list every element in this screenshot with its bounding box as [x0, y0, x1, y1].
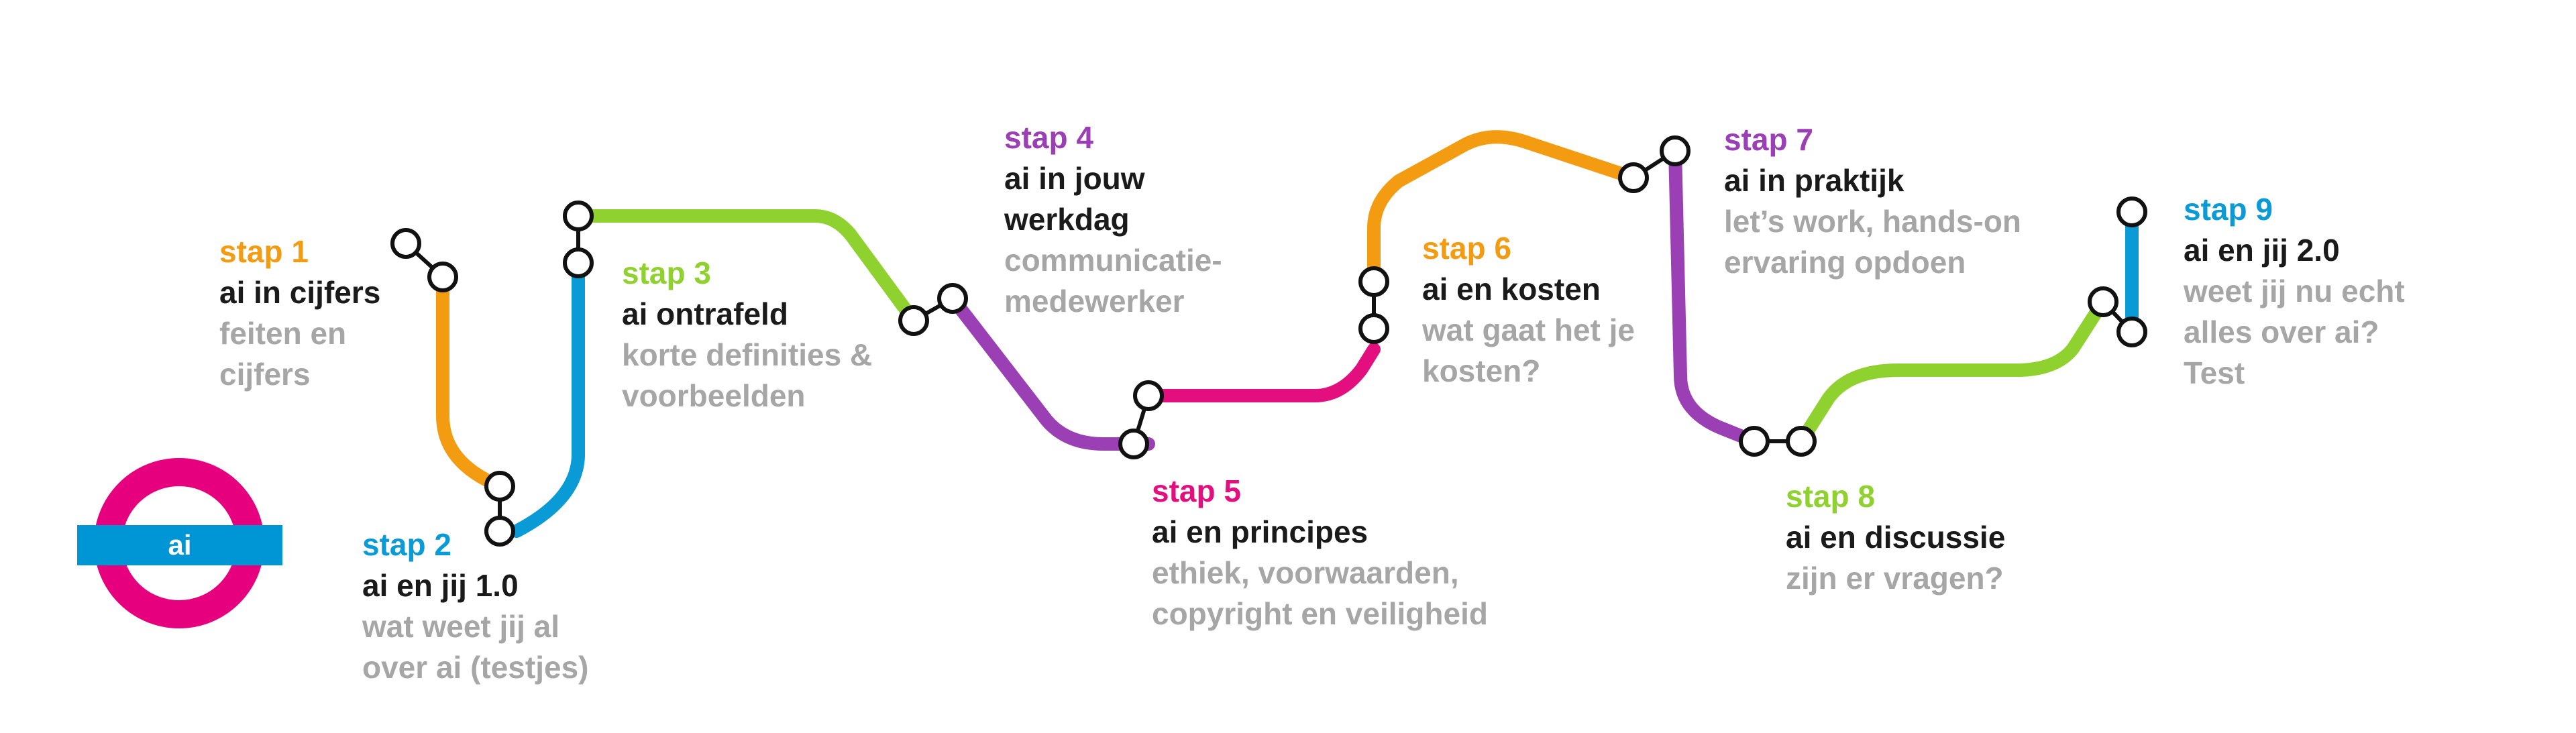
stop-title: ai en discussie [1786, 520, 2006, 555]
route-segment-4 [946, 292, 1155, 451]
stop-description: ethiek, voorwaarden, copyright en veilig… [1152, 555, 1488, 631]
route-segment-8 [1794, 295, 2110, 448]
stop-8: stap 8 ai en discussie zijn er vragen? [1786, 476, 2068, 599]
station-1-marker [390, 228, 421, 259]
station-4-marker [898, 305, 929, 336]
station-5-marker [1133, 380, 1164, 411]
stop-number: stap 9 [2184, 192, 2273, 227]
route-segment-2 [510, 256, 585, 538]
station-4-marker [937, 283, 968, 314]
station-7-marker [1618, 162, 1649, 193]
station-8-marker [1786, 426, 1817, 457]
station-3-marker [563, 201, 594, 231]
stop-description: let’s work, hands-on ervaring opdoen [1724, 204, 2022, 280]
route-segment-7 [1668, 144, 1761, 448]
stop-title: ai en principes [1152, 514, 1368, 549]
stop-5: stap 5 ai en principes ethiek, voorwaard… [1152, 471, 1527, 634]
station-5-marker [1118, 429, 1149, 459]
station-9-marker [2116, 317, 2147, 347]
stop-number: stap 2 [362, 527, 451, 562]
stop-number: stap 1 [219, 234, 309, 269]
stop-6: stap 6 ai en kosten wat gaat het je kost… [1422, 228, 1644, 392]
stop-number: stap 4 [1004, 120, 1093, 155]
station-2-marker [484, 516, 515, 547]
stop-title: ai in cijfers [219, 275, 381, 310]
stop-description: communicatie-medewerker [1004, 243, 1222, 319]
route-segment-1 [436, 270, 506, 493]
route-segment-3 [572, 209, 920, 327]
station-9-marker [2088, 286, 2118, 317]
stop-number: stap 3 [622, 256, 711, 290]
stop-description: zijn er vragen? [1786, 561, 2004, 596]
stop-title: ai in praktijk [1724, 163, 1904, 198]
station-7-marker [1660, 135, 1690, 166]
stop-7: stap 7 ai in praktijk let’s work, hands-… [1724, 119, 2053, 283]
stop-description: feiten en cijfers [219, 316, 347, 392]
stop-title: ai in jouw werkdag [1004, 161, 1145, 237]
stop-number: stap 8 [1786, 479, 1875, 514]
stop-description: weet jij nu echt alles over ai? Test [2184, 274, 2405, 390]
stop-title: ai en kosten [1422, 272, 1601, 306]
station-3-marker [563, 247, 594, 278]
logo-label: ai [77, 525, 282, 565]
ai-logo: ai [77, 458, 282, 628]
stop-number: stap 7 [1724, 122, 1813, 157]
station-9-marker [2116, 196, 2147, 227]
station-8-marker [1739, 426, 1770, 457]
stop-number: stap 5 [1152, 473, 1241, 508]
route-segment-5 [1142, 343, 1381, 402]
station-6-marker [1358, 313, 1389, 344]
stop-description: korte definities & voorbeelden [622, 337, 873, 413]
route-segment-6 [1367, 130, 1640, 288]
stop-2: stap 2 ai en jij 1.0 wat weet jij al ove… [362, 524, 631, 688]
stop-description: wat gaat het je kosten? [1422, 313, 1635, 388]
station-6-marker [1358, 266, 1389, 297]
stop-4: stap 4 ai in jouw werkdag communicatie-m… [1004, 117, 1252, 322]
stop-3: stap 3 ai ontrafeld korte definities & v… [622, 253, 877, 416]
stop-title: ai en jij 2.0 [2184, 233, 2340, 268]
station-1-marker [427, 262, 458, 292]
stop-9: stap 9 ai en jij 2.0 weet jij nu echt al… [2184, 189, 2425, 394]
stop-title: ai en jij 1.0 [362, 568, 519, 603]
stop-description: wat weet jij al over ai (testjes) [362, 609, 589, 685]
stop-title: ai ontrafeld [622, 296, 788, 331]
stop-number: stap 6 [1422, 231, 1511, 266]
station-2-marker [484, 471, 515, 502]
stop-1: stap 1 ai in cijfers feiten en cijfers [219, 231, 394, 395]
